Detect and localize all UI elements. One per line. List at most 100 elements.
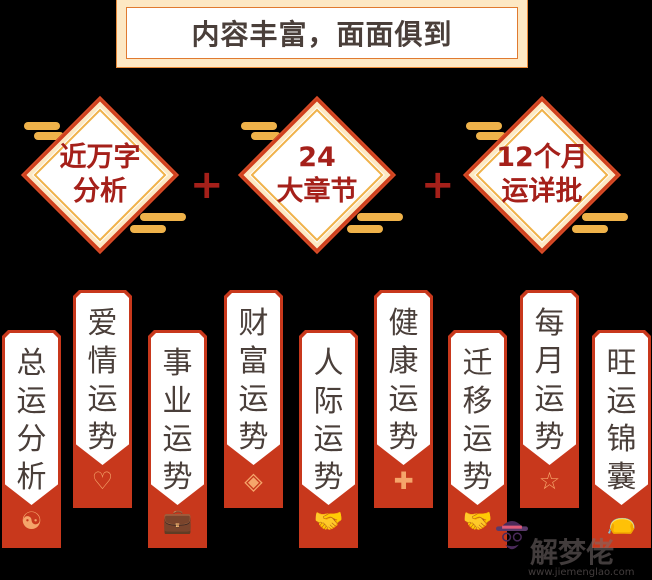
- card-char: 移: [462, 384, 493, 419]
- fortune-card[interactable]: 迁移运势 🤝: [448, 330, 507, 548]
- card-char: 势: [313, 460, 344, 495]
- plus-sign: +: [190, 162, 224, 208]
- highlight-line: 24: [298, 142, 336, 173]
- yin-yang-icon: ☯: [20, 507, 43, 535]
- page-title: 内容丰富，面面俱到: [191, 18, 453, 51]
- card-face: 旺运锦囊: [595, 333, 648, 505]
- card-char: 运: [87, 382, 118, 417]
- card-char: 锦: [606, 422, 637, 457]
- card-char: 旺: [606, 346, 637, 381]
- cloud-decoration: [582, 213, 628, 221]
- card-char: 健: [388, 306, 419, 341]
- fortune-card[interactable]: 每月运势 ☆: [520, 290, 579, 508]
- card-label: 迁移运势: [451, 345, 504, 497]
- plus-sign: +: [421, 162, 455, 208]
- cloud-decoration: [357, 213, 403, 221]
- card-char: 势: [87, 420, 118, 455]
- handshake-icon: 🤝: [313, 507, 344, 535]
- card-char: 总: [16, 346, 47, 381]
- fortune-card[interactable]: 总运分析 ☯: [2, 330, 61, 548]
- cloud-decoration: [347, 225, 383, 233]
- card-char: 财: [238, 306, 269, 341]
- title-banner: 内容丰富，面面俱到: [116, 0, 528, 68]
- cloud-decoration: [241, 122, 277, 130]
- card-char: 富: [238, 344, 269, 379]
- star-icon: ☆: [538, 467, 561, 495]
- fortune-card[interactable]: 财富运势 ◈: [224, 290, 283, 508]
- card-label: 爱情运势: [76, 305, 129, 457]
- card-char: 势: [534, 420, 565, 455]
- card-char: 分: [16, 422, 47, 457]
- card-char: 运: [388, 382, 419, 417]
- card-char: 业: [162, 384, 193, 419]
- card-label: 财富运势: [227, 305, 280, 457]
- highlight-diamond: 12个月运详批: [462, 95, 628, 255]
- card-char: 势: [462, 460, 493, 495]
- card-char: 康: [388, 344, 419, 379]
- fortune-card[interactable]: 事业运势 💼: [148, 330, 207, 548]
- highlight-line: 12个月: [496, 142, 588, 173]
- watermark-name: 解梦佬: [530, 536, 615, 569]
- heart-icon: ♡: [91, 467, 114, 495]
- cloud-decoration: [466, 122, 502, 130]
- cloud-decoration: [24, 122, 60, 130]
- fortune-card[interactable]: 爱情运势 ♡: [73, 290, 132, 508]
- card-face: 人际运势: [302, 333, 355, 505]
- highlight-text: 12个月运详批: [462, 95, 622, 255]
- card-char: 爱: [87, 306, 118, 341]
- title-inner-frame: 内容丰富，面面俱到: [126, 7, 518, 59]
- handshake-icon: 🤝: [462, 507, 493, 535]
- watermark-url: www.jiemenglao.com: [528, 567, 635, 578]
- card-char: 月: [534, 344, 565, 379]
- card-face: 迁移运势: [451, 333, 504, 505]
- card-label: 人际运势: [302, 345, 355, 497]
- highlight-diamond: 近万字分析: [20, 95, 186, 255]
- card-label: 旺运锦囊: [595, 345, 648, 497]
- fortune-card[interactable]: 健康运势 ✚: [374, 290, 433, 508]
- card-face: 健康运势: [377, 293, 430, 465]
- fortune-card[interactable]: 旺运锦囊 👝: [592, 330, 651, 548]
- card-char: 势: [388, 420, 419, 455]
- card-label: 事业运势: [151, 345, 204, 497]
- card-char: 每: [534, 306, 565, 341]
- highlight-line: 大章节: [276, 176, 358, 207]
- highlight-line: 分析: [73, 176, 127, 207]
- cloud-decoration: [140, 213, 186, 221]
- card-char: 人: [313, 346, 344, 381]
- card-label: 总运分析: [5, 345, 58, 497]
- card-label: 健康运势: [377, 305, 430, 457]
- medical-kit-icon: ✚: [393, 467, 414, 495]
- fortune-card[interactable]: 人际运势 🤝: [299, 330, 358, 548]
- card-face: 总运分析: [5, 333, 58, 505]
- card-char: 析: [16, 460, 47, 495]
- cloud-decoration: [34, 132, 64, 140]
- highlight-text: 近万字分析: [20, 95, 180, 255]
- card-char: 运: [606, 384, 637, 419]
- card-char: 运: [16, 384, 47, 419]
- cloud-decoration: [476, 132, 506, 140]
- card-face: 每月运势: [523, 293, 576, 465]
- card-label: 每月运势: [523, 305, 576, 457]
- card-char: 际: [313, 384, 344, 419]
- highlight-line: 运详批: [501, 176, 583, 207]
- pouch-icon: 👝: [606, 507, 637, 535]
- card-face: 财富运势: [227, 293, 280, 465]
- card-char: 运: [534, 382, 565, 417]
- coin-icon: ◈: [244, 467, 263, 495]
- card-char: 运: [238, 382, 269, 417]
- card-char: 囊: [606, 460, 637, 495]
- card-char: 情: [87, 344, 118, 379]
- card-char: 运: [462, 422, 493, 457]
- card-char: 运: [162, 422, 193, 457]
- card-char: 事: [162, 346, 193, 381]
- watermark-logo-icon: [496, 521, 528, 550]
- card-face: 事业运势: [151, 333, 204, 505]
- cloud-decoration: [130, 225, 166, 233]
- card-char: 势: [162, 460, 193, 495]
- card-char: 势: [238, 420, 269, 455]
- briefcase-icon: 💼: [162, 507, 193, 535]
- cloud-decoration: [572, 225, 608, 233]
- highlight-line: 近万字: [59, 142, 141, 173]
